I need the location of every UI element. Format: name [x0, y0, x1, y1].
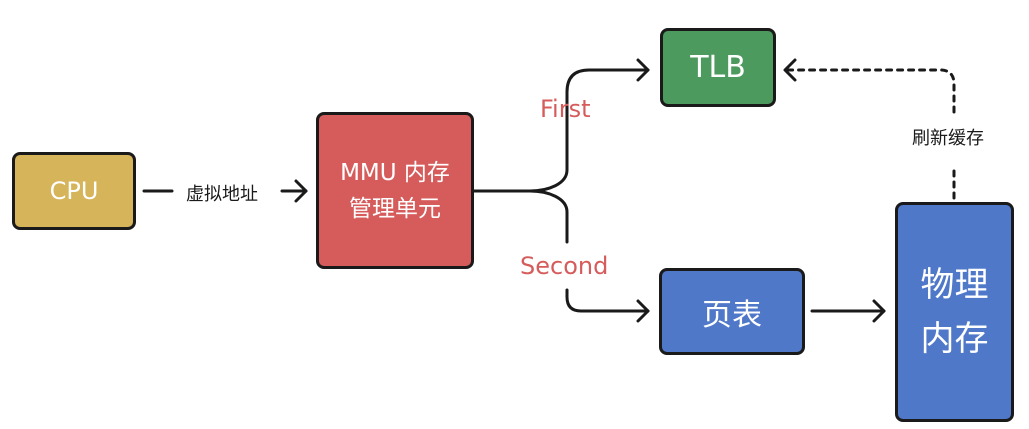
brace-lower	[528, 189, 569, 244]
tlb-box: TLB	[660, 28, 776, 107]
mmu-box: MMU 内存 管理单元	[316, 112, 474, 269]
virtual-address-label: 虚拟地址	[186, 184, 258, 205]
page-table-label: 页表	[702, 297, 762, 333]
first-arrowhead	[636, 58, 650, 82]
physical-memory-label: 物理 内存	[920, 265, 989, 359]
cpu-box: CPU	[12, 152, 136, 230]
pagetable-to-memory-arrowhead	[872, 299, 886, 323]
flush-dashed-line-upper	[786, 68, 956, 114]
page-table-box: 页表	[659, 268, 805, 355]
cpu-label: CPU	[49, 177, 99, 205]
second-route	[565, 288, 650, 313]
flush-arrowhead	[783, 58, 797, 82]
second-arrowhead	[636, 299, 650, 323]
second-label: Second	[520, 252, 609, 280]
physical-memory-box: 物理 内存	[895, 202, 1014, 422]
flush-cache-label: 刷新缓存	[912, 128, 984, 149]
mmu-label: MMU 内存 管理单元	[340, 159, 450, 222]
first-label: First	[540, 95, 591, 123]
brace-upper	[528, 68, 650, 193]
cpu-to-mmu-arrowhead	[294, 179, 308, 203]
tlb-label: TLB	[690, 50, 746, 85]
